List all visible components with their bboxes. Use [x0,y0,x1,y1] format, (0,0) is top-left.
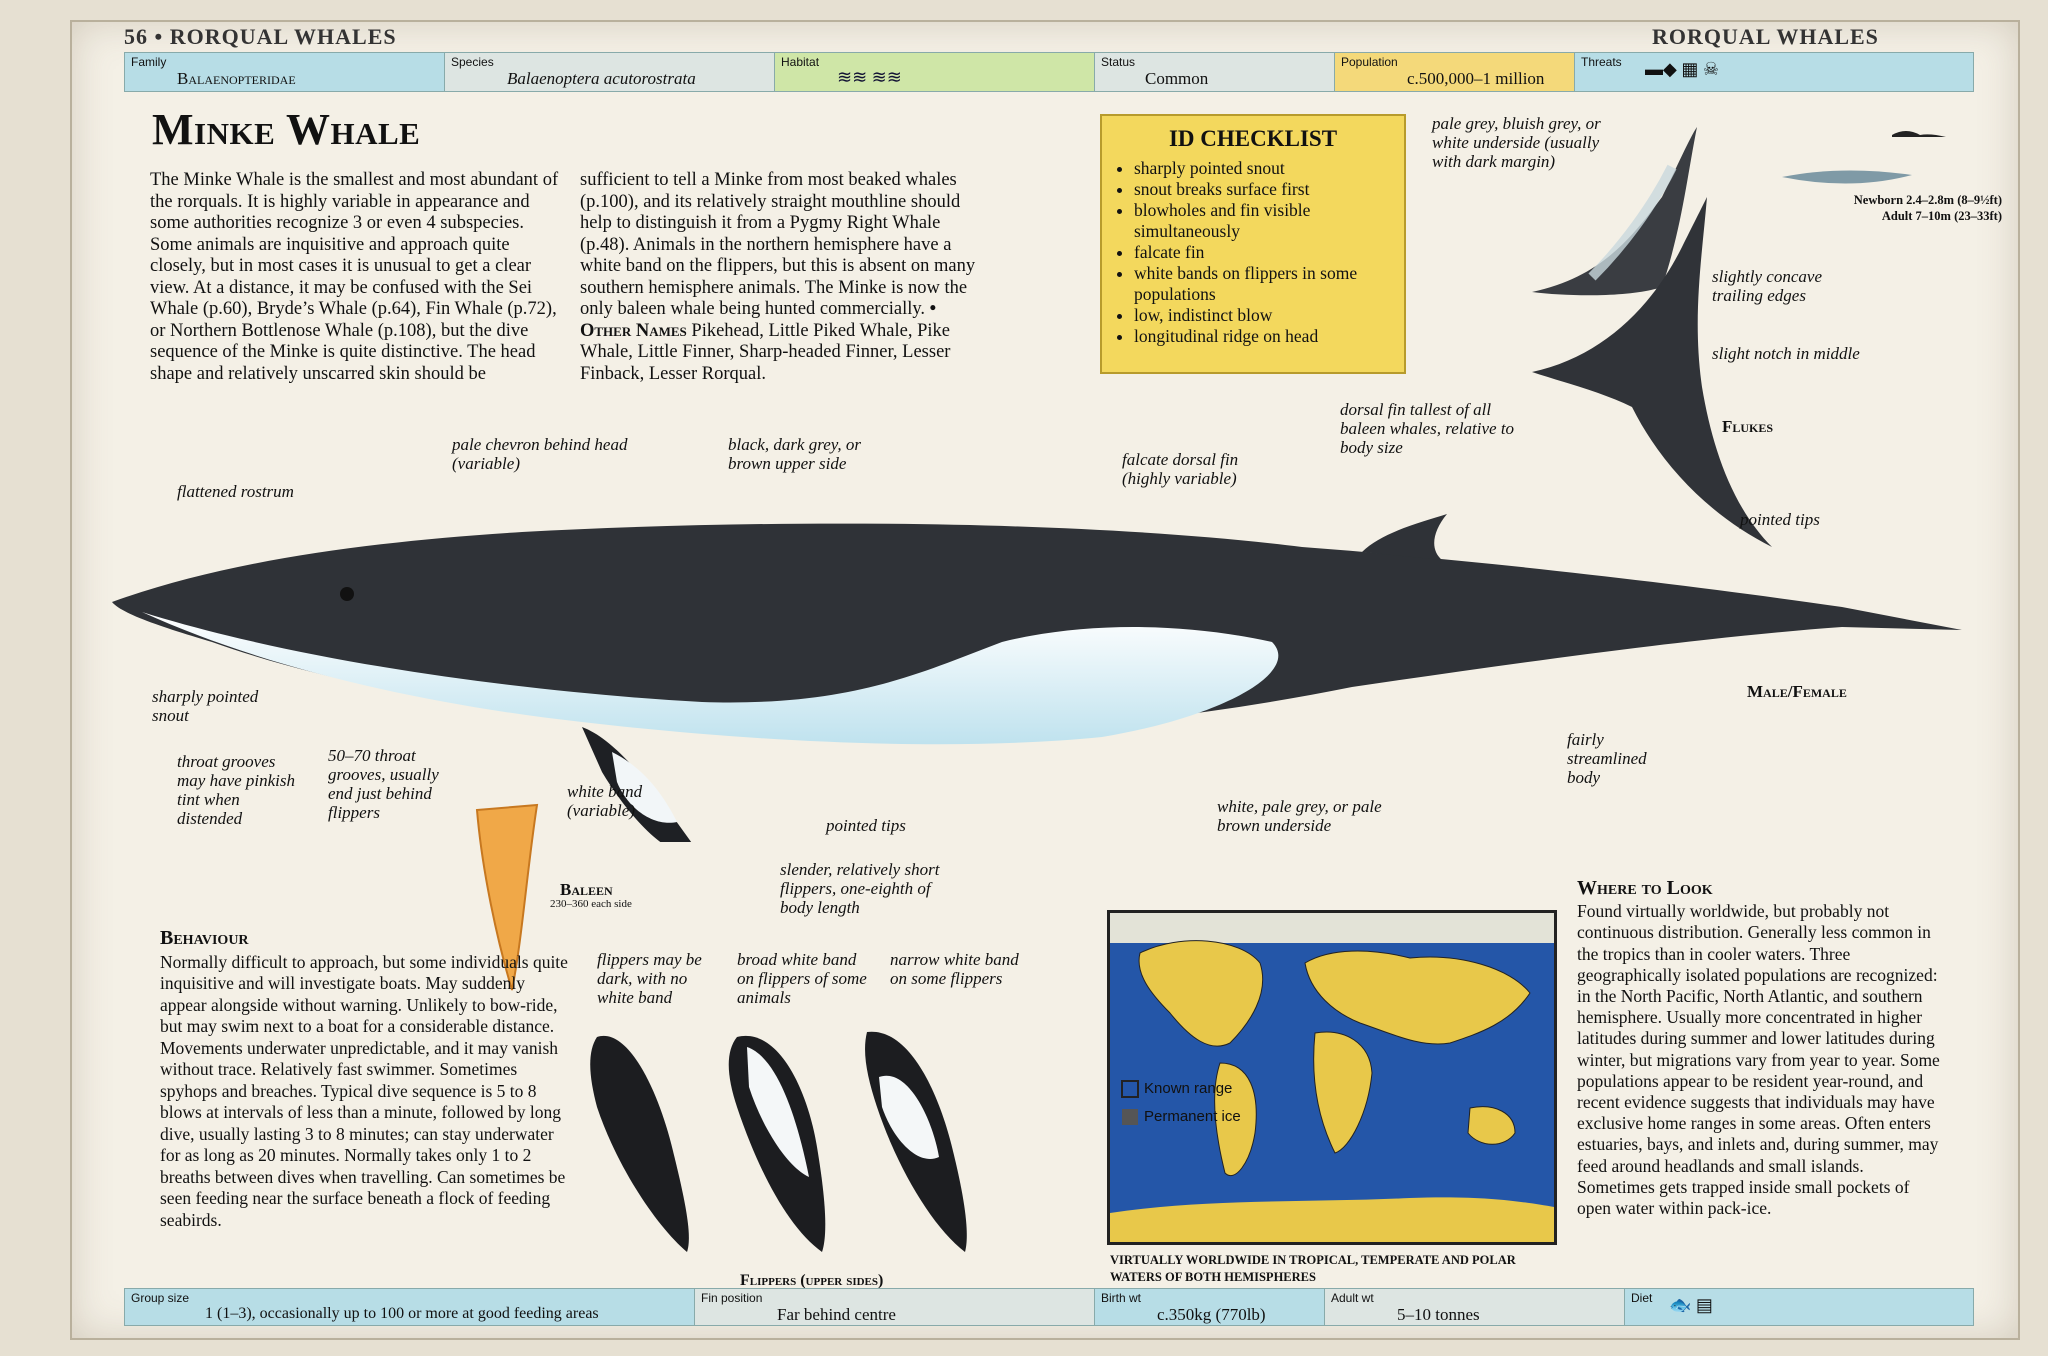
checklist-item: falcate fin [1134,242,1388,263]
label-slight-notch: slight notch in middle [1712,344,1860,363]
distribution-map: Known range Permanent ice [1107,910,1557,1245]
field-guide-page: 56 • RORQUAL WHALES RORQUAL WHALES Famil… [70,20,2020,1340]
checklist-item: snout breaks surface first [1134,179,1388,200]
intro-column-2: sufficient to tell a Minke from most bea… [580,170,976,384]
flippers-caption: Flippers (upper sides) [740,1272,884,1289]
id-checklist-box: ID CHECKLIST sharply pointed snout snout… [1100,114,1406,374]
population-cell: Population c.500,000–1 million [1335,53,1575,91]
family-cell: Family Balaenopteridae [125,53,445,91]
threats-cell: Threats ▬◆ ▦ ☠ [1575,53,1973,91]
label-fluke-underside: pale grey, bluish grey, or white undersi… [1432,114,1601,171]
size-comparison-icon [1782,131,1946,184]
top-info-bar: Family Balaenopteridae Species Balaenopt… [124,52,1974,92]
diet-cell: Diet 🐟 ▤ [1625,1289,1973,1325]
known-range-swatch [1121,1080,1139,1098]
running-head-right: RORQUAL WHALES [1652,24,1879,49]
other-names-label: • Other Names [580,299,937,341]
flukes-illustration [1532,127,1772,547]
species-cell: Species Balaenoptera acutorostrata [445,53,775,91]
behaviour-section: Behaviour Normally difficult to approach… [160,927,570,1231]
label-trailing-edges: slightly concave trailing edges [1712,267,1822,305]
birth-weight-value: c.350kg (770lb) [1157,1305,1266,1324]
label-streamlined: fairly streamlined body [1567,730,1647,787]
group-size-value: 1 (1–3), occasionally up to 100 or more … [205,1305,599,1322]
size-info: Newborn 2.4–2.8m (8–9½ft) Adult 7–10m (2… [1853,193,2002,223]
permanent-ice-swatch [1122,1109,1138,1125]
label-throat-tint: throat grooves may have pinkish tint whe… [177,752,296,828]
label-pointed-tips: pointed tips [826,816,906,835]
baleen-caption: Baleen [560,880,613,899]
baleen-plate-illustration [475,803,539,991]
status-value: Common [1145,69,1209,88]
label-falcate-fin: falcate dorsal fin (highly variable) [1122,450,1239,488]
where-to-look-heading: Where to Look [1577,877,1713,899]
flukes-caption: Flukes [1722,417,1774,436]
fin-position-value: Far behind centre [777,1305,896,1324]
status-cell: Status Common [1095,53,1335,91]
baleen-sub: 230–360 each side [550,898,632,910]
label-underside: white, pale grey, or pale brown undersid… [1217,797,1382,835]
world-map [1110,913,1554,1242]
label-throat-count: 50–70 throat grooves, usually end just b… [328,746,439,822]
checklist-item: white bands on flippers in some populati… [1134,263,1388,305]
behaviour-heading: Behaviour [160,927,249,949]
label-sharply-pointed-snout: sharply pointed snout [152,687,259,725]
label-pointed-tips-fluke: pointed tips [1740,510,1820,529]
id-checklist-list: sharply pointed snout snout breaks surfa… [1118,158,1388,347]
checklist-item: low, indistinct blow [1134,305,1388,326]
species-value: Balaenoptera acutorostrata [507,69,696,88]
wave-icon: ≋≋ ≋≋ [837,67,902,87]
label-slender-flippers: slender, relatively short flippers, one-… [780,860,940,917]
label-flipper-dark: flippers may be dark, with no white band [597,950,702,1007]
label-flipper-narrow: narrow white band on some flippers [890,950,1019,988]
legend-known-range: Known range [1144,1080,1233,1097]
minke-whale-illustration [112,514,1962,842]
group-size-cell: Group size 1 (1–3), occasionally up to 1… [125,1289,695,1325]
bottom-info-bar: Group size 1 (1–3), occasionally up to 1… [124,1288,1974,1326]
page-title: Minke Whale [152,105,421,154]
label-upper-side: black, dark grey, or brown upper side [728,435,861,473]
id-checklist-title: ID CHECKLIST [1168,126,1338,151]
where-to-look-text: Found virtually worldwide, but probably … [1577,901,1940,1219]
checklist-item: longitudinal ridge on head [1134,326,1388,347]
checklist-item: blowholes and fin visible simultaneously [1134,200,1388,242]
map-caption: VIRTUALLY WORLDWIDE IN TROPICAL, TEMPERA… [1110,1253,1516,1284]
label-dorsal-tallest: dorsal fin tallest of all baleen whales,… [1340,400,1515,457]
label-male-female: Male/Female [1747,682,1847,701]
birth-weight-cell: Birth wt c.350kg (770lb) [1095,1289,1325,1325]
threats-icon: ▬◆ ▦ ☠ [1645,59,1719,79]
population-value: c.500,000–1 million [1407,69,1545,88]
legend-permanent-ice: Permanent ice [1144,1108,1241,1125]
label-chevron: pale chevron behind head (variable) [452,435,628,473]
label-white-band: white band (variable) [567,782,643,820]
diet-icon: 🐟 ▤ [1669,1295,1713,1315]
adult-weight-cell: Adult wt 5–10 tonnes [1325,1289,1625,1325]
habitat-cell: Habitat ≋≋ ≋≋ [775,53,1095,91]
checklist-item: sharply pointed snout [1134,158,1388,179]
adult-weight-value: 5–10 tonnes [1397,1305,1480,1324]
intro-column-1: The Minke Whale is the smallest and most… [150,170,559,384]
where-to-look-section: Where to Look Found virtually worldwide,… [1577,877,1942,1219]
family-value: Balaenopteridae [177,69,296,88]
other-names: Pikehead, Little Piked Whale, Pike Whale… [580,320,951,384]
behaviour-text: Normally difficult to approach, but some… [160,951,568,1230]
label-rostrum: flattened rostrum [177,482,294,501]
running-head-left: 56 • RORQUAL WHALES [124,24,397,49]
fin-position-cell: Fin position Far behind centre [695,1289,1095,1325]
flippers-illustration [590,1031,967,1252]
label-flipper-broad: broad white band on flippers of some ani… [737,950,867,1007]
